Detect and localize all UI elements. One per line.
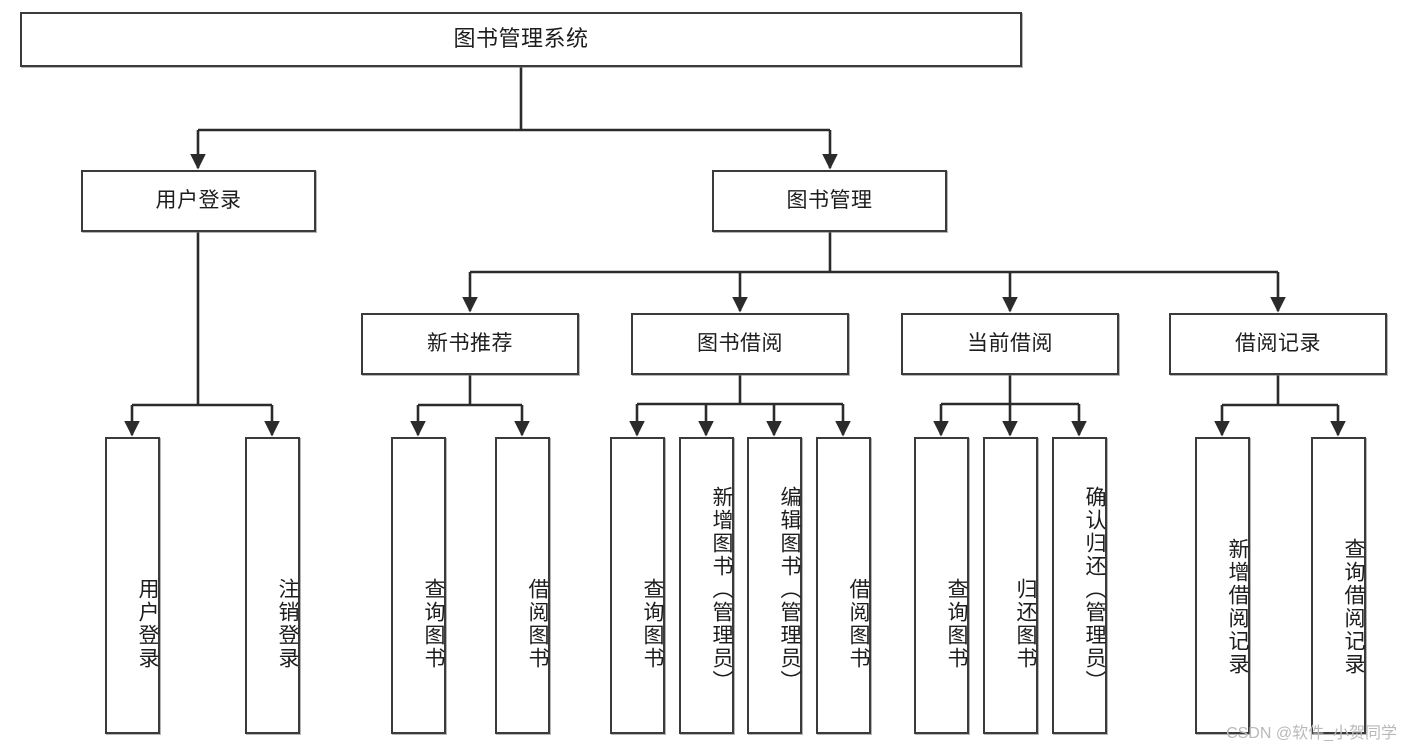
node-new-book-recommendation[interactable]: 新书推荐	[361, 313, 579, 375]
csdn-watermark: CSDN @软件_小贺同学	[1226, 725, 1397, 742]
leaf-add-book-admin[interactable]: 新增图书（管理员）	[679, 437, 734, 734]
leaf-confirm-return-admin[interactable]: 确认归还（管理员）	[1052, 437, 1107, 734]
leaf-query-book-2[interactable]: 查询图书	[610, 437, 665, 734]
leaf-borrow-book-1[interactable]: 借阅图书	[495, 437, 550, 734]
node-root-system[interactable]: 图书管理系统	[20, 12, 1022, 67]
leaf-query-book-3[interactable]: 查询图书	[914, 437, 969, 734]
leaf-query-book-1[interactable]: 查询图书	[391, 437, 446, 734]
leaf-borrow-book-2[interactable]: 借阅图书	[816, 437, 871, 734]
leaf-edit-book-admin[interactable]: 编辑图书（管理员）	[747, 437, 802, 734]
leaf-add-borrow-record[interactable]: 新增借阅记录	[1195, 437, 1250, 734]
node-book-borrow[interactable]: 图书借阅	[631, 313, 849, 375]
node-user-login[interactable]: 用户登录	[81, 170, 316, 232]
leaf-return-book[interactable]: 归还图书	[983, 437, 1038, 734]
leaf-user-login[interactable]: 用户登录	[105, 437, 160, 734]
node-book-manage[interactable]: 图书管理	[712, 170, 947, 232]
leaf-query-borrow-record[interactable]: 查询借阅记录	[1311, 437, 1366, 734]
leaf-logout[interactable]: 注销登录	[245, 437, 300, 734]
node-current-borrow[interactable]: 当前借阅	[901, 313, 1119, 375]
node-borrow-record[interactable]: 借阅记录	[1169, 313, 1387, 375]
